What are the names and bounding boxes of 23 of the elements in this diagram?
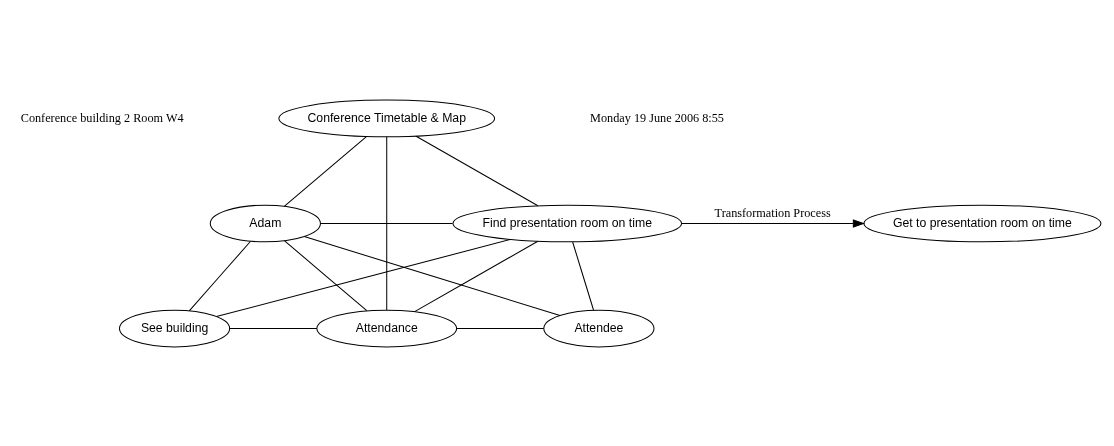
- connector: [229, 327, 318, 329]
- connector: [572, 241, 594, 310]
- connector: [386, 135, 388, 311]
- node-ellipse: Attendance: [316, 309, 458, 347]
- edge-label: Transformation Process: [714, 205, 831, 220]
- label: Monday 19 June 2006 8:55: [590, 110, 724, 125]
- node-ellipse: See building: [119, 309, 231, 347]
- connector: [414, 240, 539, 312]
- connector: [456, 327, 545, 329]
- connector: [320, 222, 454, 224]
- node-ellipse: Adam: [209, 204, 321, 242]
- node-ellipse: Get to presentation room on time: [863, 204, 1102, 242]
- connector: [303, 235, 561, 316]
- node-ellipse: Attendee: [543, 309, 655, 347]
- label: Conference building 2 Room W4: [20, 110, 184, 125]
- connector: [188, 240, 251, 311]
- arrow: [681, 218, 866, 228]
- connector: [215, 238, 511, 317]
- connector: [284, 239, 368, 311]
- node-ellipse: Find presentation room on time: [452, 204, 683, 242]
- connector: [284, 135, 367, 207]
- node-ellipse: Conference Timetable & Map: [278, 99, 496, 137]
- connector: [415, 135, 539, 206]
